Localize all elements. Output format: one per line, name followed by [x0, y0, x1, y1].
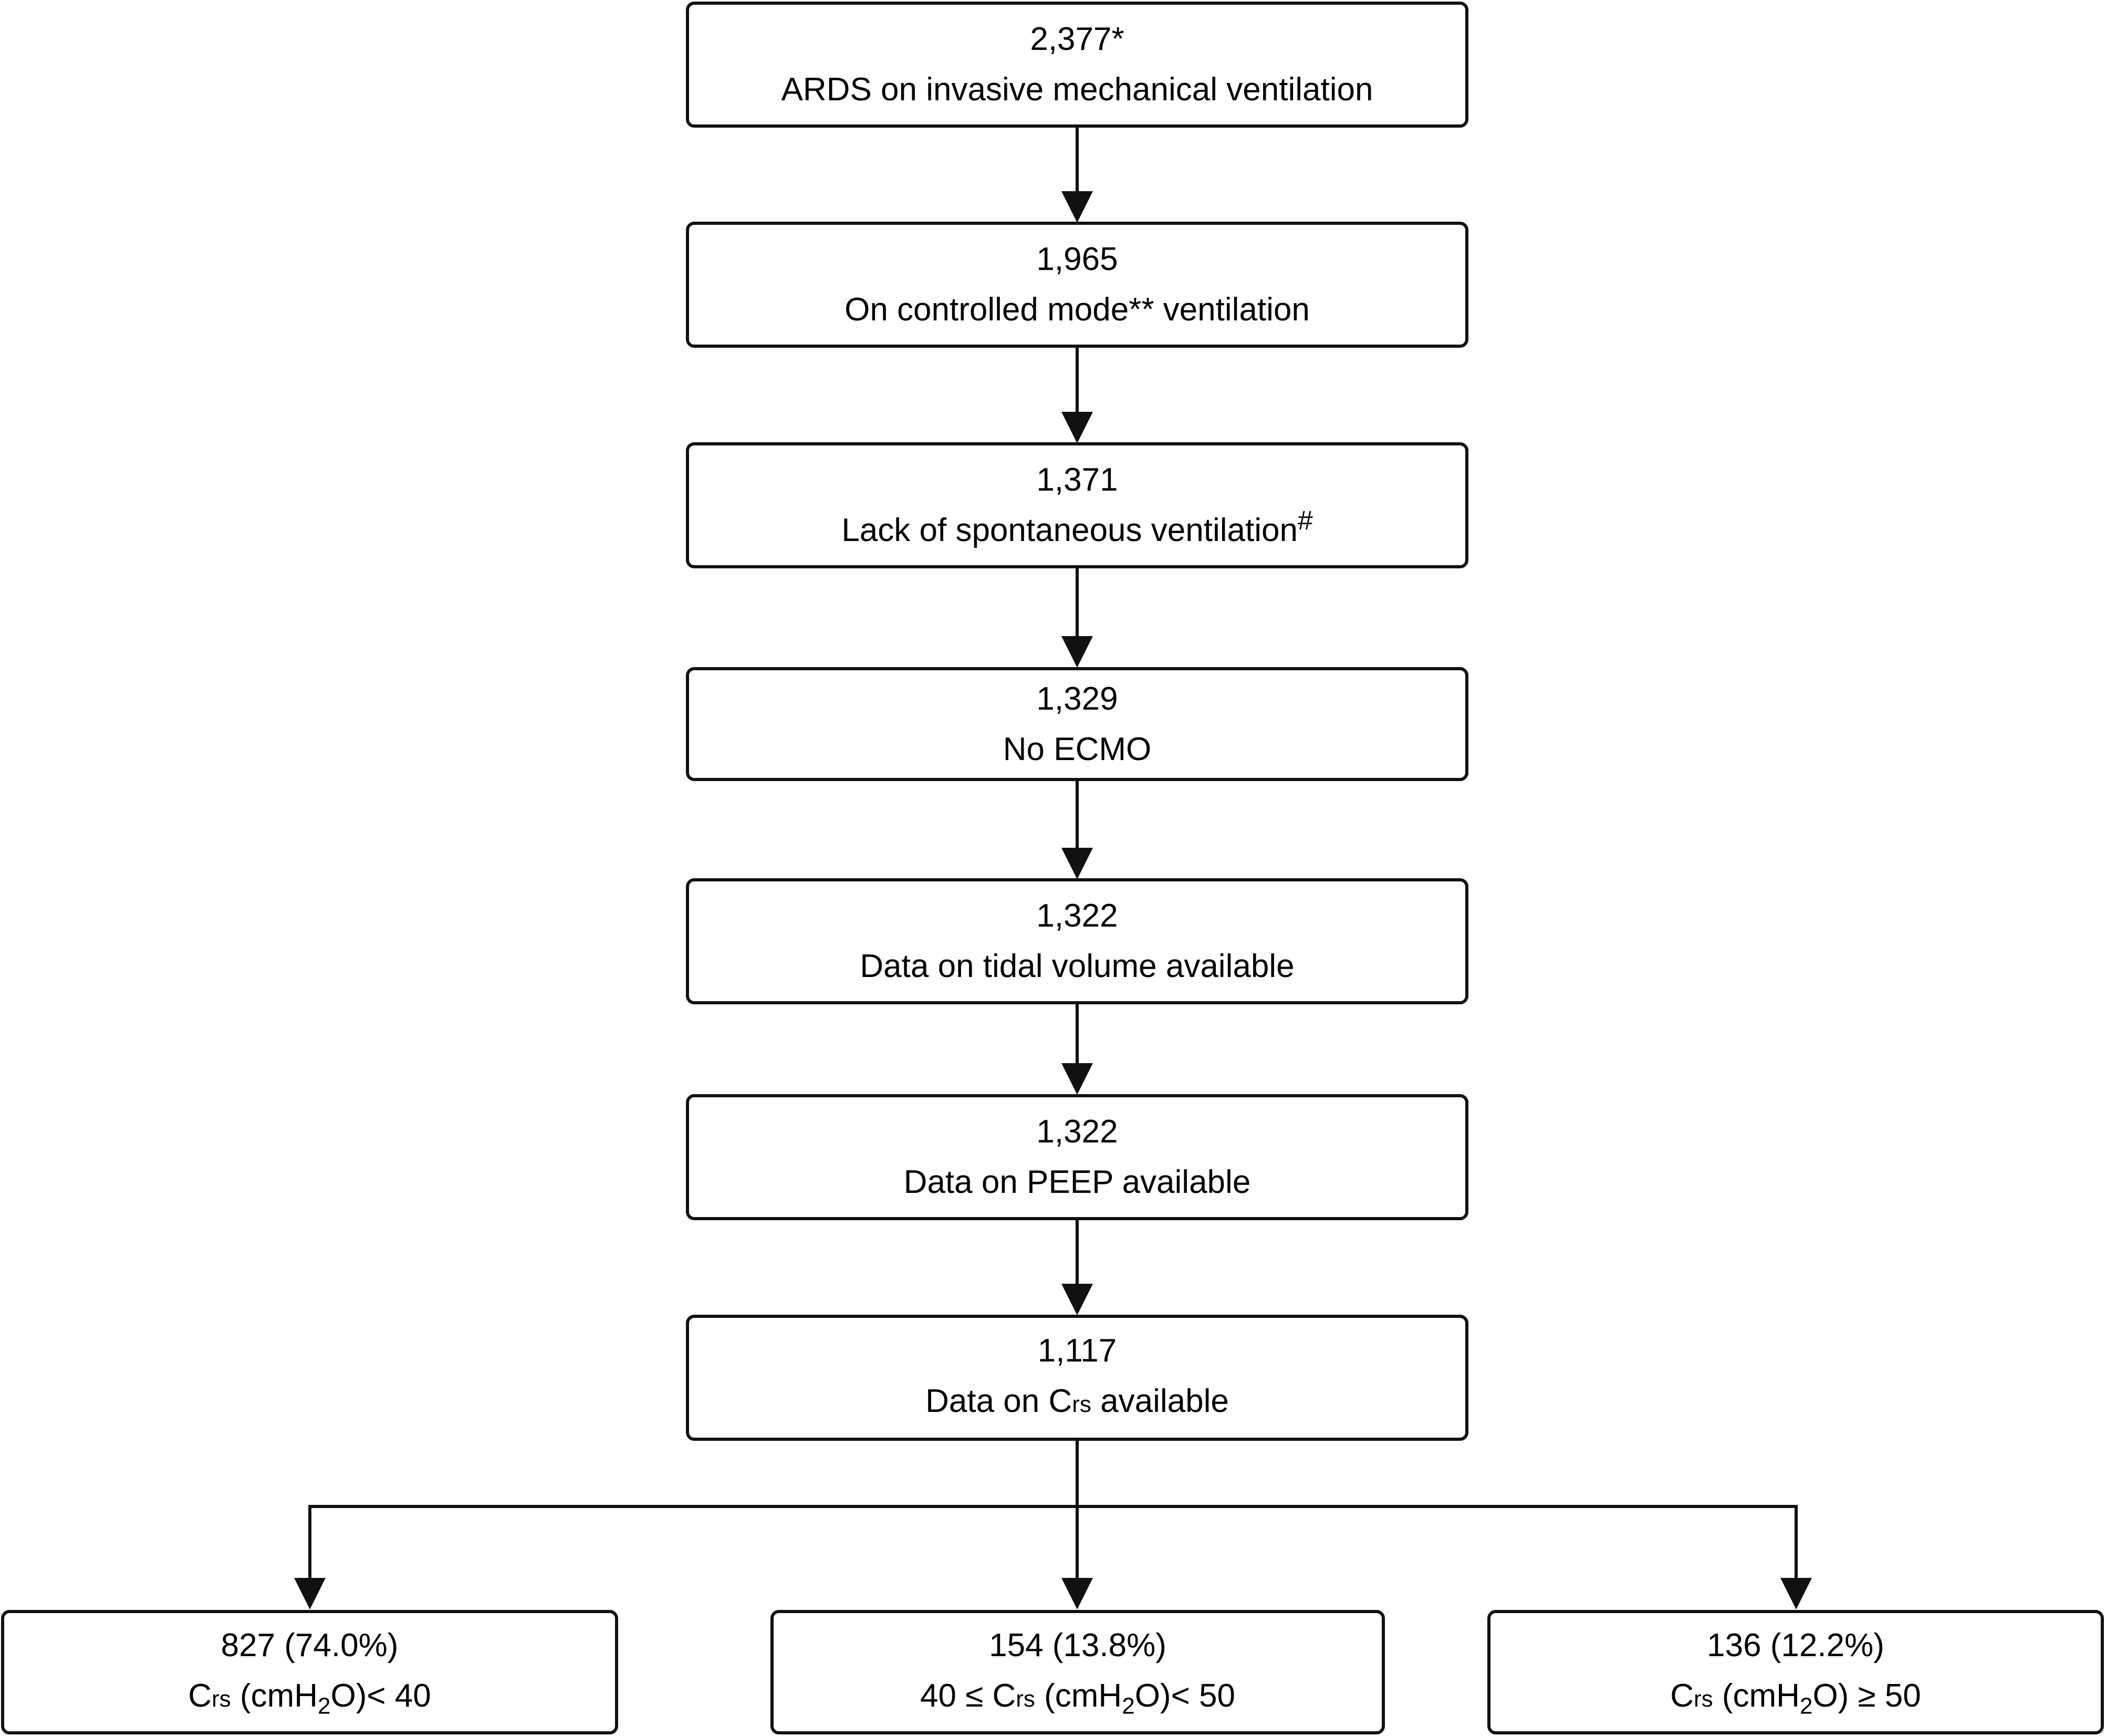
- outcome-count: 154 (13.8%): [989, 1627, 1166, 1664]
- outcome-box-low-crs: 827 (74.0%) Crs (cmH2O)< 40: [1, 1610, 618, 1734]
- step-label: Data on PEEP available: [903, 1164, 1251, 1200]
- outcome-label: Crs (cmH2O) ≥ 50: [1670, 1677, 1921, 1719]
- outcome-label: Crs (cmH2O)< 40: [188, 1677, 431, 1719]
- step-count: 1,322: [1036, 898, 1118, 934]
- step-count: 1,371: [1036, 462, 1118, 498]
- step-label: No ECMO: [1003, 731, 1152, 767]
- outcome-box-high-crs: 136 (12.2%) Crs (cmH2O) ≥ 50: [1487, 1610, 2104, 1734]
- outcome-label: 40 ≤ Crs (cmH2O)< 50: [920, 1677, 1235, 1719]
- step-box-2: 1,965 On controlled mode** ventilation: [686, 222, 1468, 348]
- step-box-6: 1,322 Data on PEEP available: [686, 1094, 1468, 1220]
- outcome-count: 827 (74.0%): [221, 1627, 399, 1664]
- step-count: 1,117: [1037, 1333, 1117, 1369]
- outcome-box-mid-crs: 154 (13.8%) 40 ≤ Crs (cmH2O)< 50: [770, 1610, 1385, 1734]
- step-count: 2,377*: [1030, 21, 1124, 57]
- step-box-7: 1,117 Data on Crs available: [686, 1315, 1468, 1441]
- step-label: Data on Crs available: [925, 1383, 1229, 1419]
- step-label: On controlled mode** ventilation: [845, 292, 1310, 328]
- step-count: 1,322: [1036, 1114, 1118, 1150]
- step-box-1: 2,377* ARDS on invasive mechanical venti…: [686, 2, 1468, 128]
- step-label: Lack of spontaneous ventilation#: [841, 505, 1313, 548]
- step-count: 1,965: [1036, 241, 1118, 277]
- step-box-4: 1,329 No ECMO: [686, 667, 1468, 781]
- outcome-count: 136 (12.2%): [1707, 1627, 1884, 1664]
- step-box-3: 1,371 Lack of spontaneous ventilation#: [686, 442, 1468, 568]
- step-box-5: 1,322 Data on tidal volume available: [686, 878, 1468, 1004]
- step-label: Data on tidal volume available: [860, 948, 1295, 984]
- step-count: 1,329: [1036, 680, 1118, 717]
- step-label: ARDS on invasive mechanical ventilation: [781, 71, 1373, 108]
